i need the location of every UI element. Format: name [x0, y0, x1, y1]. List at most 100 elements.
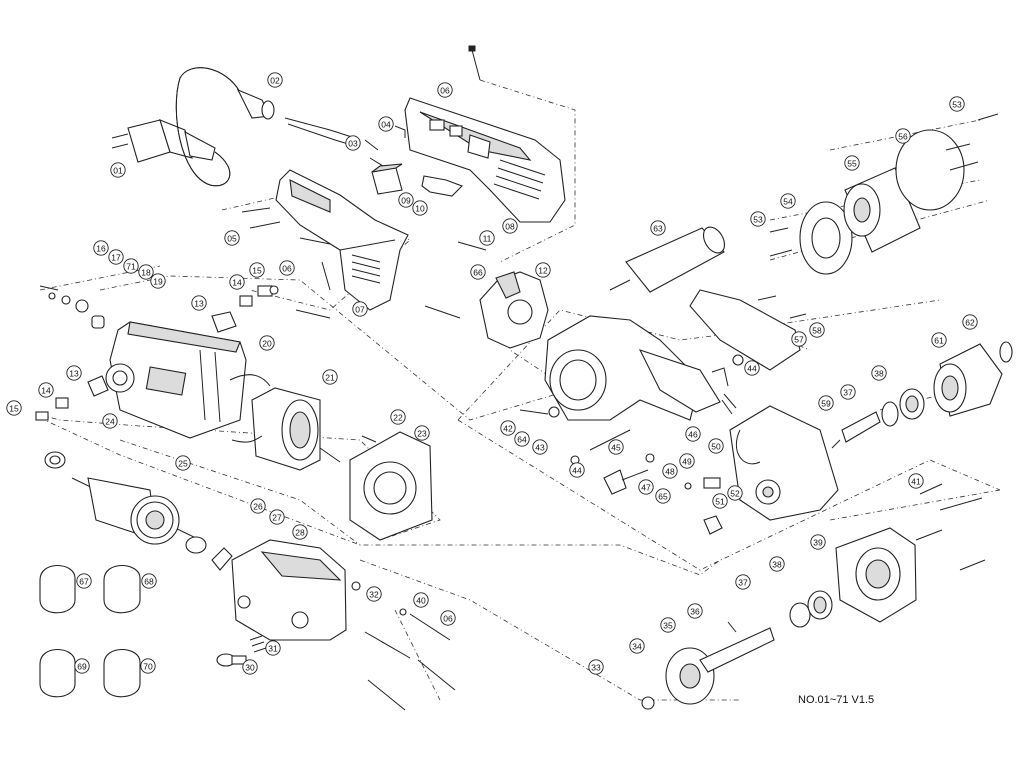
- callout-37: 37: [735, 574, 751, 590]
- callout-47: 47: [638, 479, 654, 495]
- callout-circle: [412, 200, 428, 216]
- callout-number: 70: [143, 662, 153, 672]
- callout-circle: [265, 640, 281, 656]
- callout-circle: [414, 425, 430, 441]
- callout-number: 09: [401, 196, 411, 206]
- callout-01: 01: [110, 162, 126, 178]
- part-41-screws: [915, 483, 986, 571]
- callout-circle: [608, 439, 624, 455]
- callout-number: 40: [416, 596, 426, 606]
- callout-number: 68: [144, 577, 154, 587]
- callout-number: 13: [69, 369, 79, 379]
- callout-06: 06: [440, 610, 456, 626]
- callout-number: 52: [730, 489, 740, 499]
- callout-28: 28: [292, 524, 308, 540]
- callout-number: 26: [253, 502, 263, 512]
- callout-circle: [38, 382, 54, 398]
- callout-circle: [687, 603, 703, 619]
- callout-circle: [140, 658, 156, 674]
- callout-circle: [76, 573, 92, 589]
- callout-number: 35: [663, 621, 673, 631]
- callout-66: 66: [470, 264, 486, 280]
- callout-circle: [840, 384, 856, 400]
- callout-64: 64: [514, 431, 530, 447]
- callout-06: 06: [279, 260, 295, 276]
- callout-number: 39: [813, 538, 823, 548]
- callout-number: 03: [348, 139, 358, 149]
- callout-circle: [440, 610, 456, 626]
- callout-number: 06: [440, 86, 450, 96]
- callout-circle: [110, 162, 126, 178]
- callout-circle: [123, 258, 139, 274]
- callout-circle: [242, 659, 258, 675]
- callout-circle: [292, 524, 308, 540]
- callout-number: 10: [415, 204, 425, 214]
- part-61-62-bearing-drum: [933, 341, 1013, 417]
- callout-number: 34: [632, 642, 642, 652]
- callout-circle: [249, 262, 265, 278]
- part-45-frame-lever: [519, 315, 744, 465]
- callout-45: 45: [608, 439, 624, 455]
- callout-circle: [791, 331, 807, 347]
- callout-circle: [514, 431, 530, 447]
- callout-circle: [66, 365, 82, 381]
- callout-number: 07: [355, 305, 365, 315]
- callout-15: 15: [249, 262, 265, 278]
- callout-number: 33: [591, 663, 601, 673]
- callout-71: 71: [123, 258, 139, 274]
- callout-53: 53: [750, 211, 766, 227]
- part-14-15-brushes: [35, 285, 279, 421]
- callout-circle: [588, 659, 604, 675]
- callout-number: 61: [934, 336, 944, 346]
- callout-55: 55: [844, 155, 860, 171]
- callout-number: 37: [738, 578, 748, 588]
- callout-circle: [74, 658, 90, 674]
- callout-circle: [175, 455, 191, 471]
- callout-08: 08: [502, 218, 518, 234]
- callout-number: 43: [535, 443, 545, 453]
- callout-number: 01: [113, 166, 123, 176]
- callout-number: 06: [282, 264, 292, 274]
- callout-19: 19: [150, 273, 166, 289]
- part-10-trigger: [421, 175, 463, 197]
- callout-number: 32: [369, 590, 379, 600]
- callout-04: 04: [378, 116, 394, 132]
- callout-number: 20: [262, 339, 272, 349]
- callout-number: 63: [653, 224, 663, 234]
- callout-51: 51: [712, 493, 728, 509]
- callout-46: 46: [685, 426, 701, 442]
- callout-circle: [6, 400, 22, 416]
- callout-63: 63: [650, 220, 666, 236]
- callout-11: 11: [479, 230, 495, 246]
- callout-number: 15: [9, 404, 19, 414]
- callout-number: 27: [272, 513, 282, 523]
- callout-39: 39: [810, 534, 826, 550]
- part-34-35-bevel-gear-shaft: [641, 621, 775, 710]
- callout-number: 44: [572, 466, 582, 476]
- callout-circle: [93, 240, 109, 256]
- callout-number: 71: [126, 262, 136, 272]
- part-54-flange-plate: [799, 201, 853, 275]
- callout-circle: [735, 574, 751, 590]
- part-16-19-washers: [39, 285, 105, 329]
- callout-circle: [437, 82, 453, 98]
- callout-42: 42: [500, 420, 516, 436]
- callout-circle: [535, 262, 551, 278]
- version-note: NO.01~71 V1.5: [798, 694, 874, 706]
- callout-number: 05: [227, 234, 237, 244]
- callout-number: 53: [753, 215, 763, 225]
- part-06-screw-top: [468, 45, 481, 81]
- callout-circle: [141, 573, 157, 589]
- callout-circle: [479, 230, 495, 246]
- callout-number: 17: [111, 253, 121, 263]
- callout-number: 08: [505, 222, 515, 232]
- part-13-brush-holder: [87, 311, 237, 397]
- callout-09: 09: [398, 192, 414, 208]
- callout-circle: [685, 426, 701, 442]
- callout-number: 22: [393, 413, 403, 423]
- part-28-gear-housing: [231, 539, 347, 641]
- callout-30: 30: [242, 659, 258, 675]
- callout-circle: [250, 498, 266, 514]
- callout-circle: [150, 273, 166, 289]
